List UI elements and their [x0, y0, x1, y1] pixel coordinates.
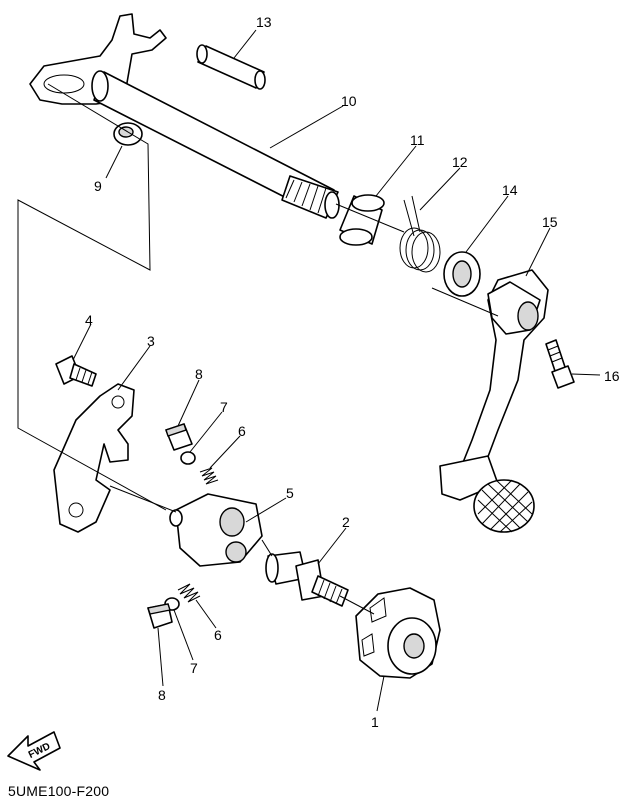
washer-part-14	[443, 251, 481, 297]
shift-cam-part-1	[355, 587, 441, 679]
pin-part-13	[196, 44, 266, 90]
assembly-lines	[17, 83, 499, 615]
bushing-part-9	[113, 122, 143, 146]
callout-13: 13	[256, 14, 272, 30]
callout-4: 4	[85, 312, 93, 328]
callout-8-lower: 8	[158, 687, 166, 703]
shift-shaft-part-10	[29, 13, 340, 219]
callout-10: 10	[341, 93, 357, 109]
callout-3: 3	[147, 333, 155, 349]
callout-1: 1	[371, 714, 379, 730]
callout-7-upper: 7	[220, 399, 228, 415]
bolt-part-16	[545, 339, 575, 389]
callout-12: 12	[452, 154, 468, 170]
stopper-part-8-upper	[165, 423, 193, 451]
callout-2: 2	[342, 514, 350, 530]
shift-drum-segment-part-5	[169, 493, 263, 567]
callout-6-upper: 6	[238, 423, 246, 439]
callout-6-lower: 6	[214, 627, 222, 643]
callout-5: 5	[286, 485, 294, 501]
pin-part-7-upper	[180, 451, 196, 465]
spring-part-6-upper	[199, 467, 219, 485]
torsion-spring-part-12	[399, 195, 441, 273]
callout-15: 15	[542, 214, 558, 230]
callout-7-lower: 7	[190, 660, 198, 676]
stopper-part-8-lower	[147, 603, 173, 629]
bolt-part-4	[55, 355, 97, 387]
callout-11: 11	[410, 132, 425, 148]
segment-bolt-part-2	[265, 551, 349, 607]
leader-lines	[72, 29, 601, 712]
shift-pedal-part-15	[439, 269, 549, 533]
callout-16: 16	[604, 368, 620, 384]
spring-part-6-lower	[177, 583, 201, 603]
collar-part-11	[339, 194, 385, 246]
callout-14: 14	[502, 182, 518, 198]
diagram-code: 5UME100-F200	[8, 783, 110, 799]
stopper-plate-part-3	[53, 383, 135, 533]
callout-labels: 1 2 3 4 5 6 6 7 7 8 8 9 10 11 12 13 14 1…	[85, 14, 620, 730]
fwd-arrow-icon: FWD	[7, 731, 61, 771]
callout-9: 9	[94, 178, 102, 194]
callout-8-upper: 8	[195, 366, 203, 382]
